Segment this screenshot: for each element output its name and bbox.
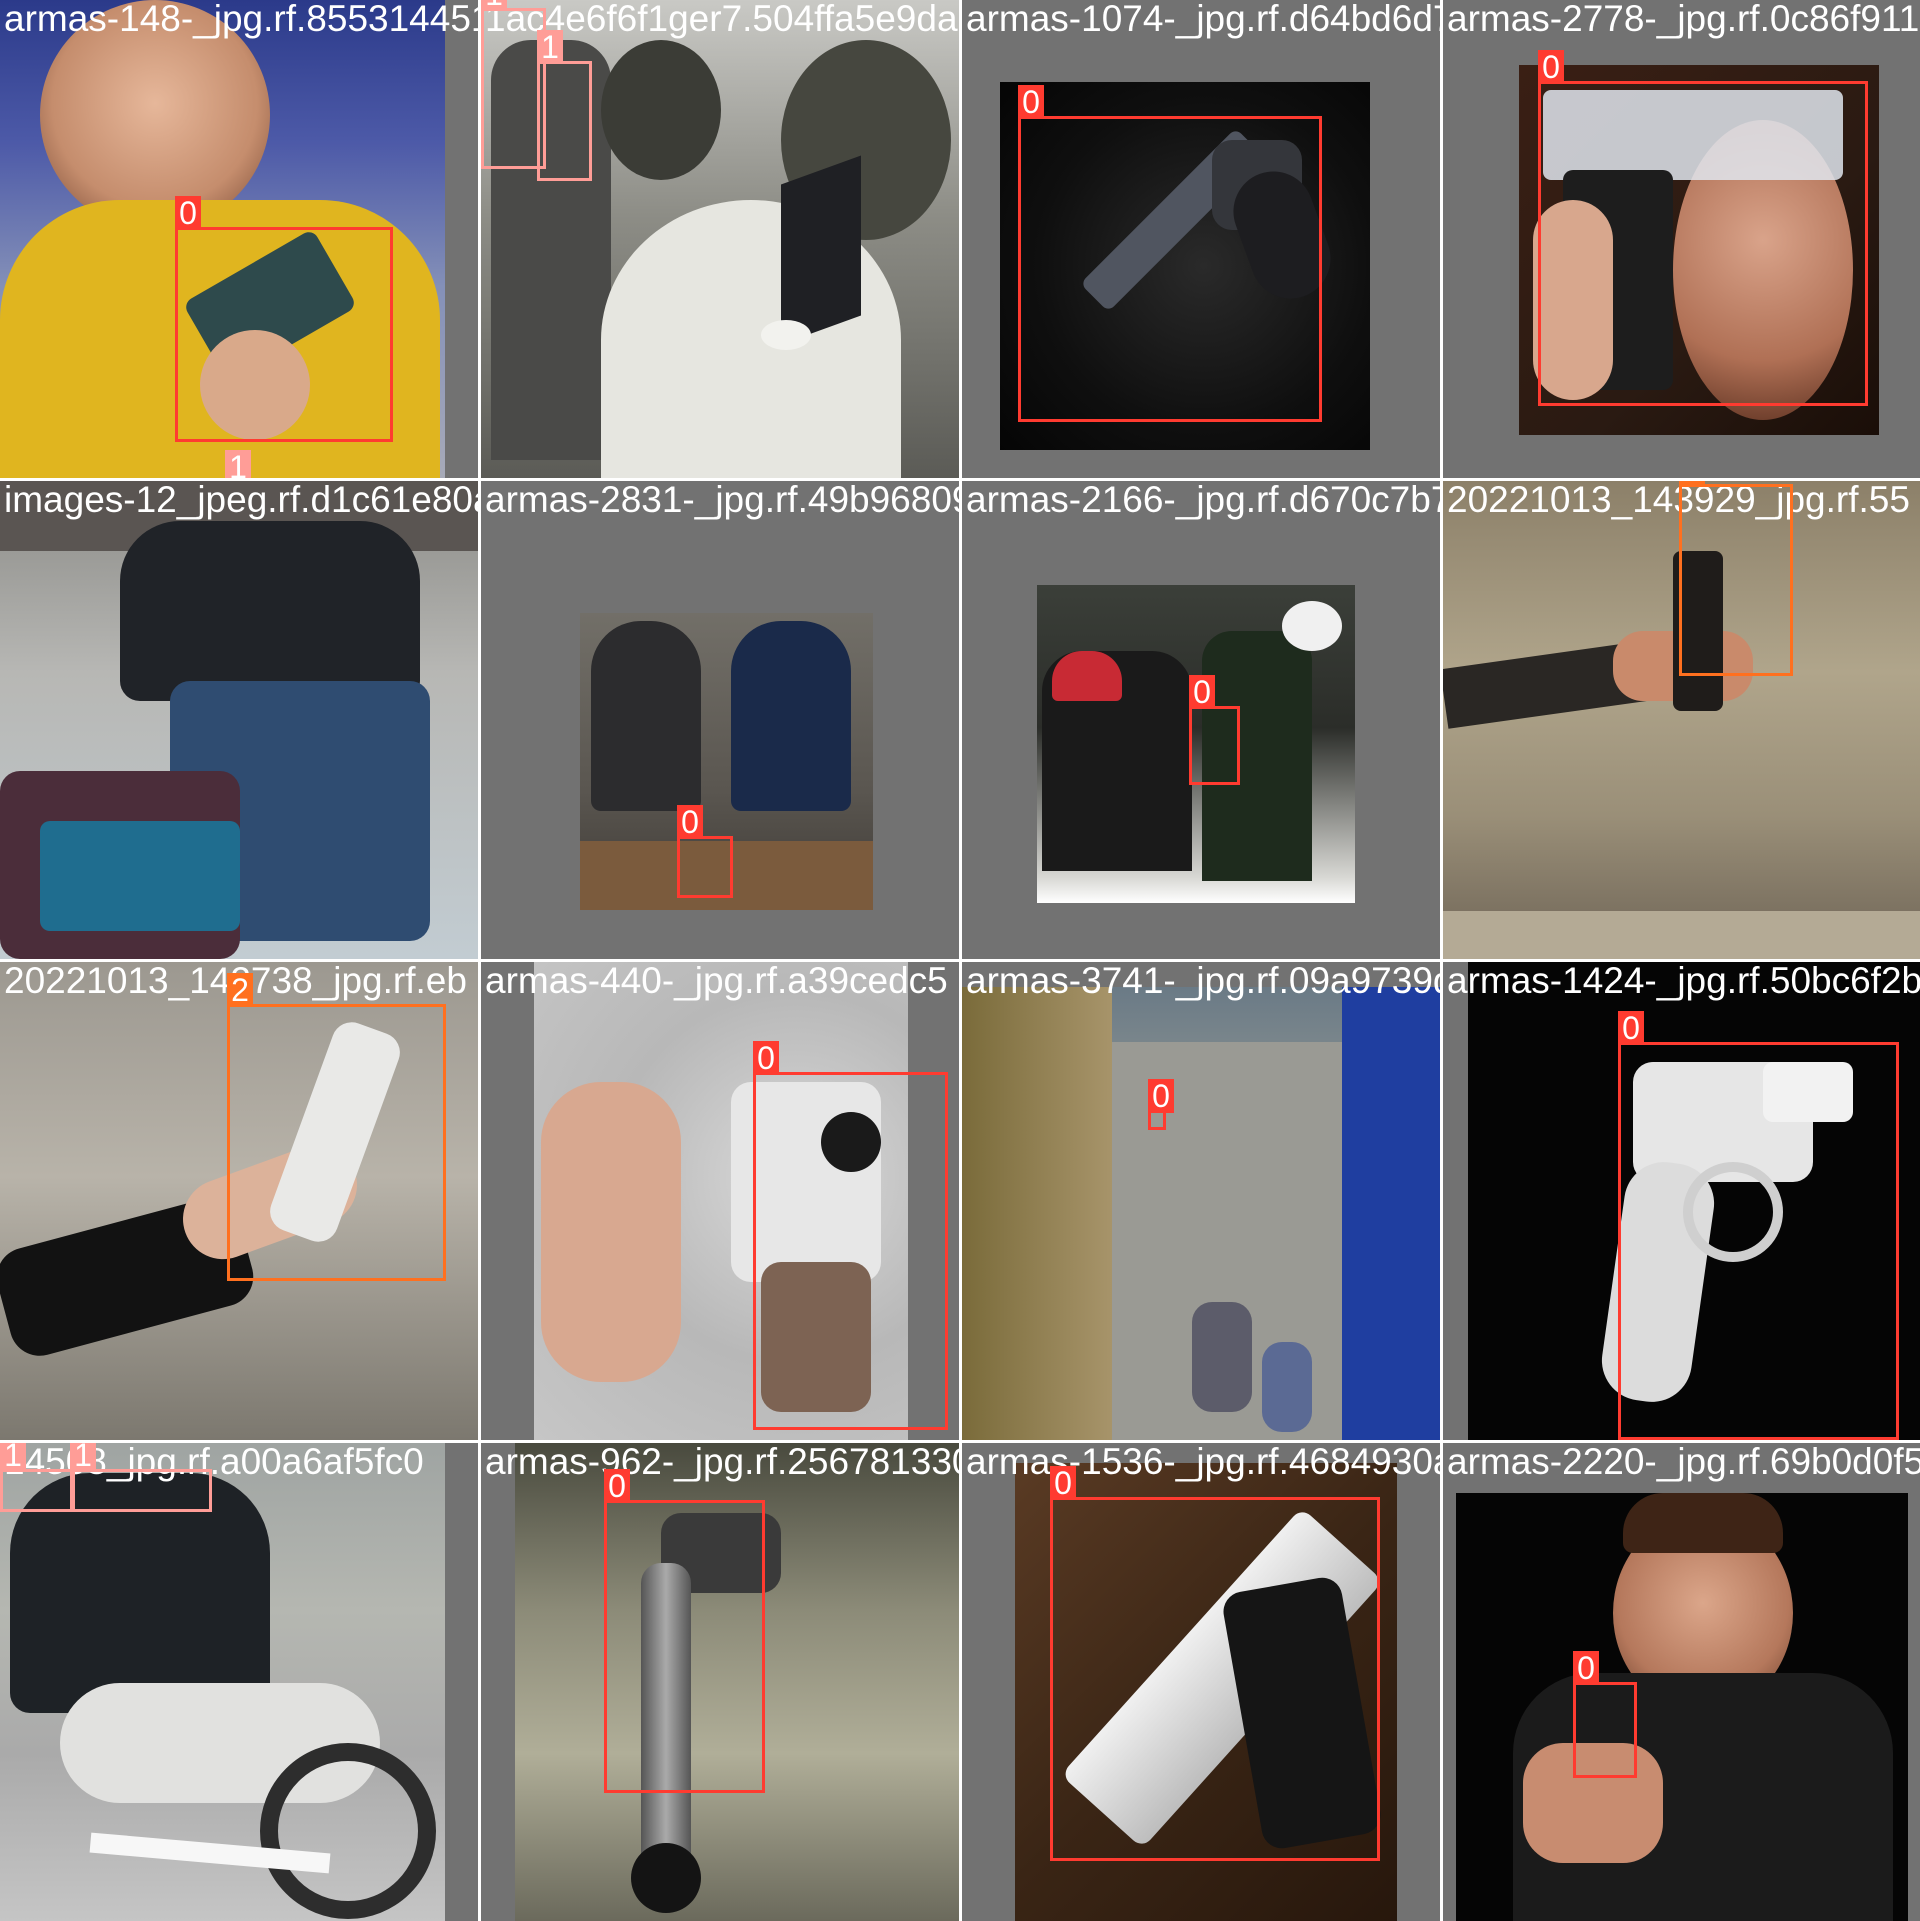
detection-label: 0	[1018, 85, 1044, 119]
detection-box-gun: 0	[175, 196, 393, 442]
detection-box-gun: 0	[1573, 1651, 1637, 1778]
detection-box-knife: 2	[1679, 481, 1793, 676]
detection-label: 0	[753, 1041, 779, 1075]
tile-image	[0, 481, 478, 959]
detection-box-gun: 0	[1189, 675, 1240, 785]
detection-box-gun: 0	[1148, 1079, 1174, 1130]
grid-tile[interactable]: images-12_jpeg.rf.d1c61e80a	[0, 481, 478, 959]
tile-title: armas-962-_jpg.rf.2567813308	[485, 1443, 959, 1482]
detection-label: 1	[225, 450, 251, 478]
tile-title: 1ac4e6f6f1ger7.504ffa5e9da	[485, 0, 958, 39]
tile-title: 20221013_143929_jpg.rf.55	[1447, 481, 1910, 520]
tile-title: armas-1536-_jpg.rf.4684930af	[966, 1443, 1440, 1482]
detection-label: 0	[604, 1469, 630, 1503]
detection-box-helmet: 1	[0, 1443, 75, 1512]
tile-image	[481, 1443, 959, 1921]
detection-label: 0	[1538, 50, 1564, 84]
detection-box-gun: 0	[753, 1041, 948, 1430]
tile-title: images-12_jpeg.rf.d1c61e80a	[4, 481, 478, 520]
tile-image	[0, 0, 478, 478]
detection-label: 1	[537, 30, 563, 64]
tile-image	[1443, 962, 1920, 1440]
detection-box-gun: 0	[1018, 85, 1322, 422]
grid-tile[interactable]: armas-2166-_jpg.rf.d670c7b7b 0	[962, 481, 1440, 959]
tile-title: armas-1074-_jpg.rf.d64bd6d7a	[966, 0, 1440, 39]
tile-image	[962, 1443, 1440, 1921]
tile-title: armas-440-_jpg.rf.a39cedc5	[485, 962, 948, 1001]
tile-image	[481, 481, 959, 959]
grid-tile[interactable]: armas-3741-_jpg.rf.09a9739dfc 0	[962, 962, 1440, 1440]
grid-tile[interactable]: armas-1536-_jpg.rf.4684930af 0	[962, 1443, 1440, 1921]
detection-box-helmet: 1	[537, 30, 592, 181]
tile-image	[0, 962, 478, 1440]
detection-box-gun: 0	[677, 805, 733, 898]
detection-label: 0	[1148, 1079, 1174, 1113]
tile-title: armas-2778-_jpg.rf.0c86f9115	[1447, 0, 1920, 39]
grid-tile[interactable]: armas-1424-_jpg.rf.50bc6f2be 0	[1443, 962, 1920, 1440]
grid-tile[interactable]: armas-440-_jpg.rf.a39cedc5 0	[481, 962, 959, 1440]
tile-image	[481, 962, 959, 1440]
detection-box-helmet: 1	[481, 0, 546, 169]
grid-tile[interactable]: 1ac4e6f6f1ger7.504ffa5e9da 1 1	[481, 0, 959, 478]
detection-label: 0	[1618, 1011, 1644, 1045]
tile-image	[962, 962, 1440, 1440]
detection-box-gun: 0	[604, 1469, 765, 1793]
grid-tile[interactable]: 20221013_142738_jpg.rf.eb 2	[0, 962, 478, 1440]
grid-tile[interactable]: armas-2220-_jpg.rf.69b0d0f51 0	[1443, 1443, 1920, 1921]
detection-label: 0	[1050, 1466, 1076, 1500]
grid-tile[interactable]: armas-2778-_jpg.rf.0c86f9115 0	[1443, 0, 1920, 478]
grid-tile[interactable]: 20221013_143929_jpg.rf.55 2	[1443, 481, 1920, 959]
grid-tile[interactable]: armas-148-_jpg.rf.855314451 0 1	[0, 0, 478, 478]
tile-title: armas-2220-_jpg.rf.69b0d0f51	[1447, 1443, 1920, 1482]
grid-tile[interactable]: 14508_jpg.rf.a00a6af5fc0 1 1	[0, 1443, 478, 1921]
detection-box-knife: 2	[227, 973, 446, 1281]
tile-image	[962, 0, 1440, 478]
detection-box-gun: 0	[1618, 1011, 1899, 1440]
detection-label: 0	[175, 196, 201, 230]
detection-label: 1	[70, 1443, 96, 1472]
detection-box-helmet: 1	[70, 1443, 212, 1512]
grid-tile[interactable]: armas-1074-_jpg.rf.d64bd6d7a 0	[962, 0, 1440, 478]
tile-image	[0, 1443, 478, 1921]
detection-label: 1	[0, 1443, 26, 1472]
tile-title: armas-148-_jpg.rf.855314451	[4, 0, 478, 39]
tile-image	[1443, 0, 1920, 478]
grid-tile[interactable]: armas-962-_jpg.rf.2567813308 0	[481, 1443, 959, 1921]
detection-box-gun: 0	[1050, 1466, 1380, 1861]
detection-label: 2	[1679, 481, 1705, 487]
detection-label: 2	[227, 973, 253, 1007]
tile-image	[1443, 1443, 1920, 1921]
detection-label: 1	[481, 0, 507, 11]
detection-label: 0	[1573, 1651, 1599, 1685]
tile-title: armas-2166-_jpg.rf.d670c7b7b	[966, 481, 1440, 520]
tile-title: armas-3741-_jpg.rf.09a9739dfc	[966, 962, 1440, 1001]
grid-tile[interactable]: armas-2831-_jpg.rf.49b96809e 0	[481, 481, 959, 959]
detection-label: 0	[1189, 675, 1215, 709]
detection-box-gun: 0	[1538, 50, 1868, 406]
tile-title: armas-1424-_jpg.rf.50bc6f2be	[1447, 962, 1920, 1001]
tile-title: armas-2831-_jpg.rf.49b96809e	[485, 481, 959, 520]
tile-image	[962, 481, 1440, 959]
detection-label: 0	[677, 805, 703, 839]
